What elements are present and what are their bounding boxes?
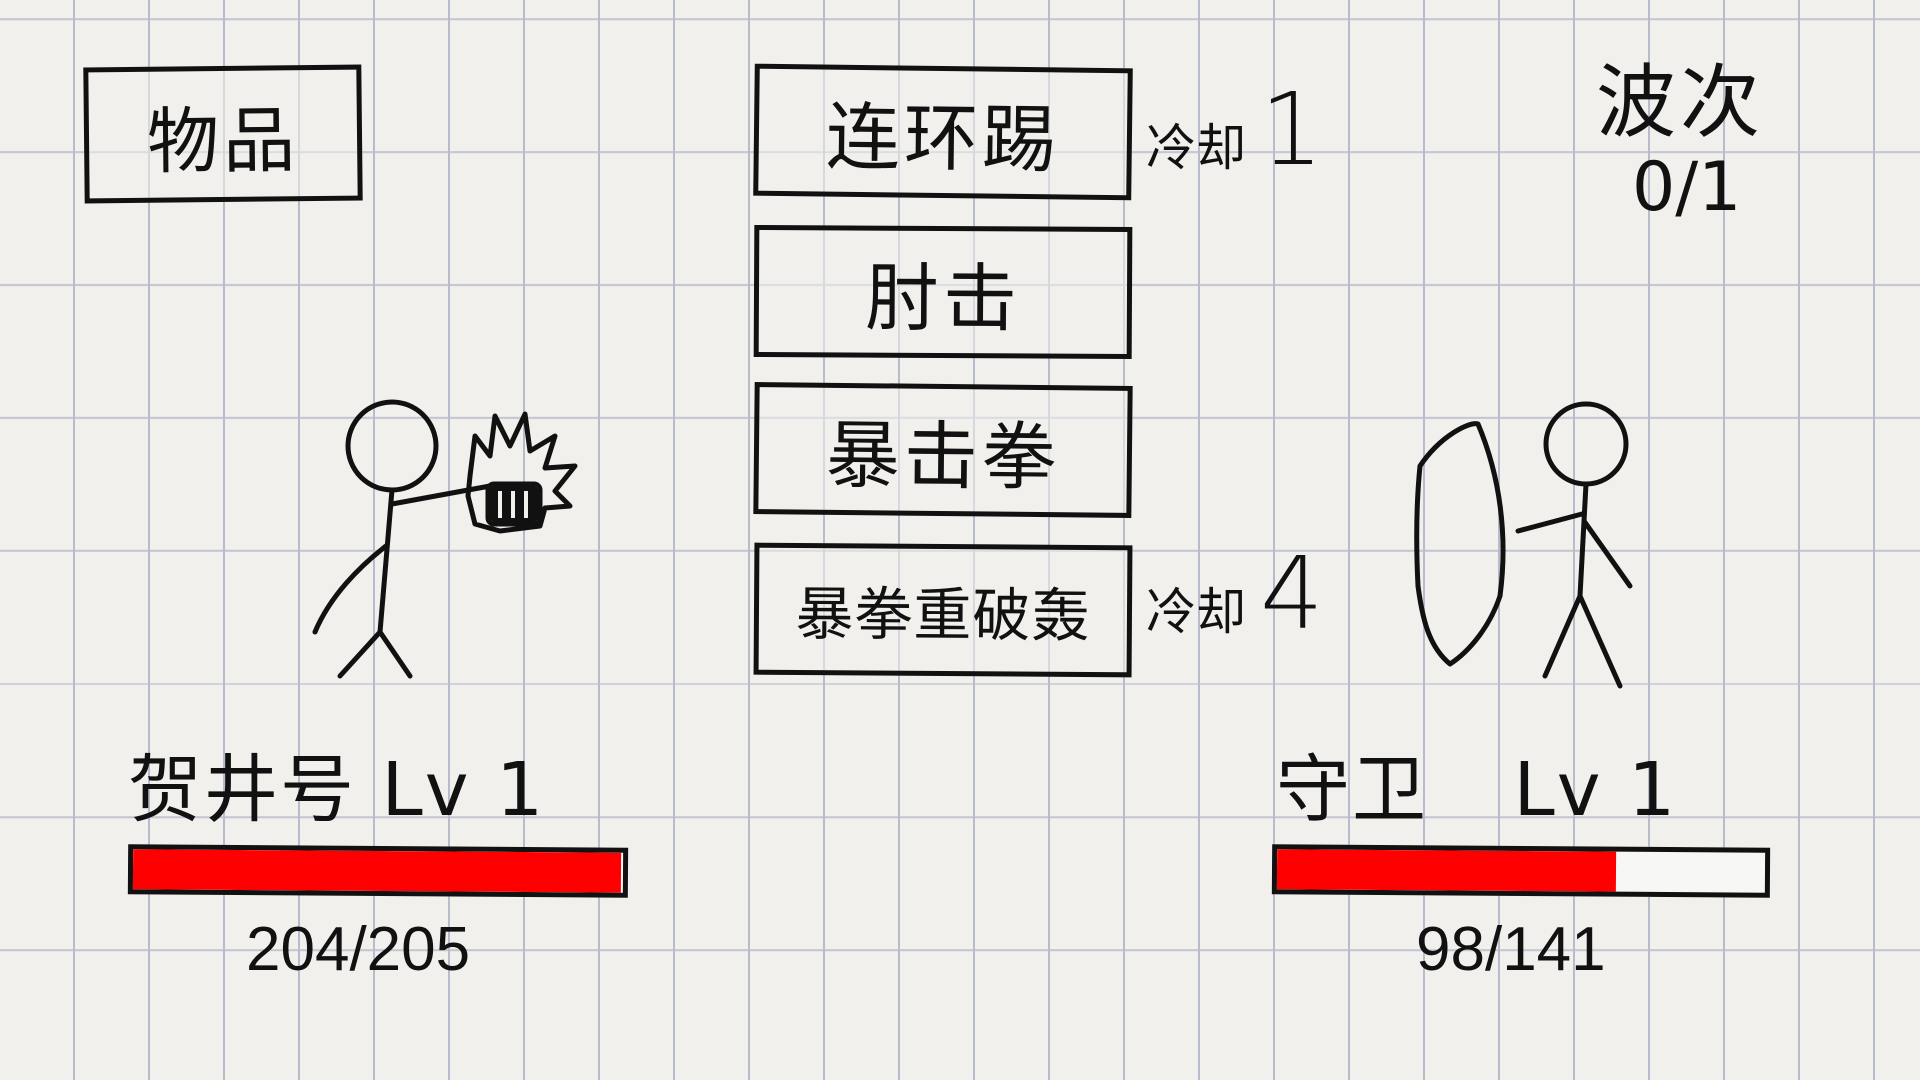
- enemy-name: 守卫: [1276, 747, 1428, 833]
- skill-label: 暴拳重破轰: [795, 579, 1091, 651]
- items-button[interactable]: 物品: [83, 64, 363, 204]
- stick-figure-punching-fist-icon: [312, 399, 578, 679]
- cooldown-indicator: 冷却 1: [1146, 80, 1324, 180]
- skill-button-chain-kick[interactable]: 连环踢: [753, 63, 1133, 201]
- stick-figure-shield-icon: [1414, 401, 1633, 689]
- player-level: Lv 1: [381, 747, 546, 833]
- cooldown-label: 冷却: [1146, 583, 1246, 641]
- skill-label: 暴击拳: [825, 412, 1061, 501]
- cooldown-label: 冷却: [1146, 119, 1246, 177]
- enemy-level: Lv 1: [1513, 747, 1678, 833]
- player-name-level: 贺井号 Lv 1: [128, 730, 545, 837]
- enemy-hp-text: 98/141: [1416, 915, 1606, 984]
- wave-counter: 0/1: [1632, 148, 1742, 227]
- player-hp-text: 204/205: [246, 915, 471, 984]
- skill-button-critical-punch[interactable]: 暴击拳: [753, 382, 1133, 518]
- player-name: 贺井号: [128, 747, 356, 833]
- enemy-hp-fill: [1276, 849, 1617, 892]
- enemy-hp-bar: [1271, 844, 1771, 898]
- player-hp-bar: [127, 844, 629, 898]
- skill-button-fist-breaker[interactable]: 暴拳重破轰: [753, 542, 1133, 678]
- enemy-name-level: 守卫 Lv 1: [1276, 730, 1677, 837]
- cooldown-indicator: 冷却 4: [1146, 544, 1324, 644]
- cooldown-value: 4: [1260, 535, 1324, 652]
- wave-label: 波次: [1596, 56, 1764, 149]
- skill-label: 肘击: [864, 255, 1022, 342]
- cooldown-value: 1: [1260, 71, 1324, 188]
- player-hp-fill: [132, 849, 621, 893]
- skill-button-elbow-strike[interactable]: 肘击: [753, 225, 1133, 359]
- skill-label: 连环踢: [825, 94, 1061, 183]
- items-button-label: 物品: [146, 97, 300, 184]
